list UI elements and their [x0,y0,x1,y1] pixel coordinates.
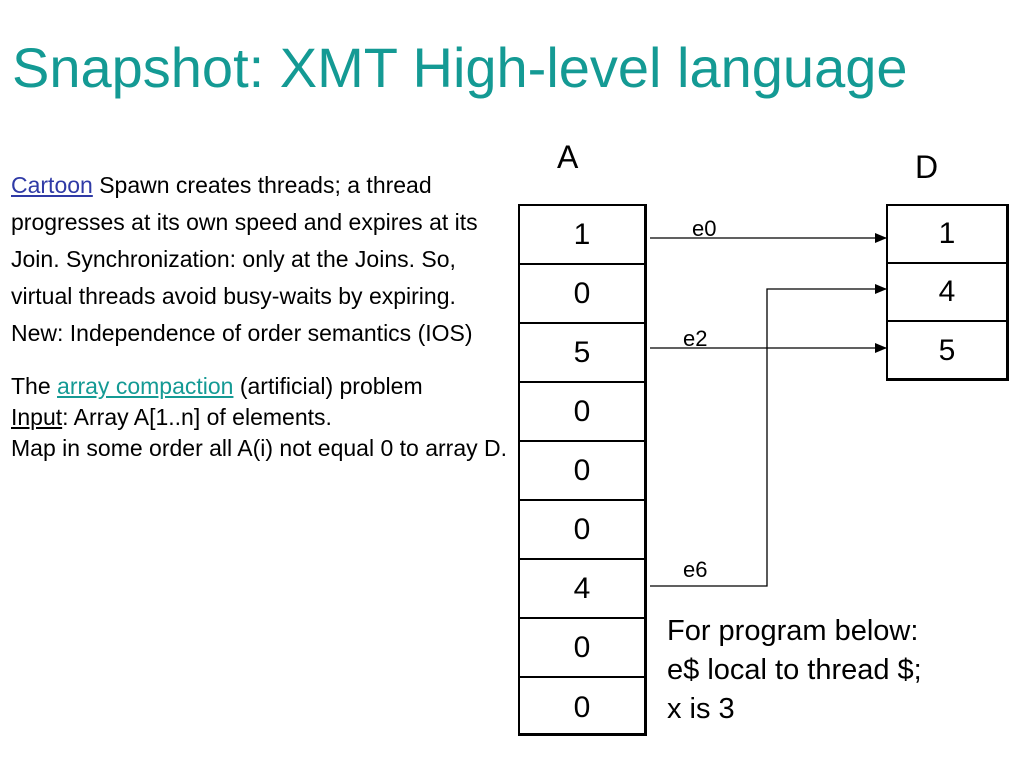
cartoon-link[interactable]: Cartoon [11,172,93,198]
input-label: Input [11,404,63,430]
note-line: x is 3 [667,693,735,725]
array-a-cell: 0 [573,690,591,724]
array-a-cell: 0 [520,442,644,501]
array-a-label: A [557,139,579,175]
array-a-cell: 0 [520,383,644,442]
paragraph-problem: The array compaction (artificial) proble… [11,371,511,402]
array-a-cell: 4 [520,560,644,619]
problem-prefix: The [11,373,58,399]
array-d-cell: 5 [938,334,956,367]
array-a-cell: 0 [520,265,644,324]
edge-label-e6: e6 [683,557,708,582]
array-d-label: D [915,149,939,185]
edge-label-e2: e2 [683,326,708,351]
paragraph-map: Map in some order all A(i) not equal 0 t… [11,435,508,461]
array-compaction-link[interactable]: array compaction [57,373,234,399]
problem-suffix: (artificial) problem [233,373,423,399]
array-d-cell: 1 [888,206,1006,264]
note-line: For program below: [667,615,919,647]
input-text: : Array A[1..n] of elements. [62,404,332,430]
paragraph-cartoon: Cartoon Spawn creates threads; a thread … [11,167,511,352]
program-note: For program below: e$ local to thread $;… [667,612,922,729]
description-text: Cartoon Spawn creates threads; a thread … [11,167,511,464]
array-a-cell: 1 [520,206,644,265]
array-a-cell: 0 [520,619,644,678]
edge-label-e0: e0 [692,216,717,241]
array-d-cell: 4 [888,264,1006,322]
array-a-cell: 5 [520,324,644,383]
note-line: e$ local to thread $; [667,654,922,686]
array-d: 1 4 5 [886,204,1009,381]
arrow-e6 [650,284,887,587]
slide-title: Snapshot: XMT High-level language [12,36,908,99]
array-a: 1 0 5 0 0 0 4 0 0 [518,204,647,736]
paragraph-input: Input: Array A[1..n] of elements. [11,402,511,433]
array-a-cell: 0 [520,501,644,560]
paragraph-cartoon-text: Spawn creates threads; a thread progress… [11,172,478,346]
